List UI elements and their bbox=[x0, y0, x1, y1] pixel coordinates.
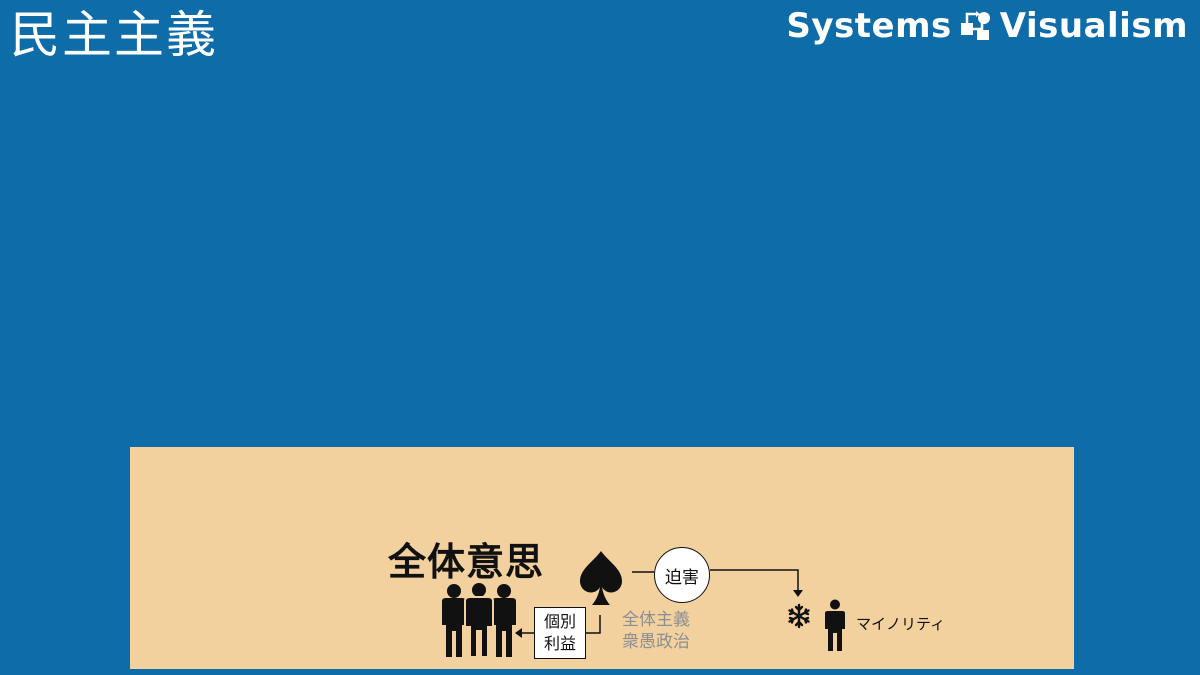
arrowhead-down bbox=[793, 590, 803, 597]
minority-label: マイノリティ bbox=[856, 615, 946, 633]
mob-rule-label: 衆愚政治 bbox=[622, 632, 690, 653]
brand-logo: Systems Visualism bbox=[786, 6, 1188, 46]
brand-left-word: Systems bbox=[786, 6, 952, 46]
totalitarianism-label: 全体主義 bbox=[622, 610, 690, 630]
arrowhead-left bbox=[515, 628, 522, 638]
snowflake-icon bbox=[788, 603, 810, 629]
general-will-label: 全体意思 bbox=[388, 540, 545, 584]
systems-visualism-logo-icon bbox=[960, 11, 990, 40]
persecution-circle: 迫害 bbox=[654, 547, 710, 603]
persecution-label: 迫害 bbox=[665, 567, 699, 588]
single-person-icon bbox=[825, 599, 845, 651]
diagram-panel: 全体意思 全体主義 衆愚政治 個別 利益 迫害 bbox=[130, 447, 1074, 669]
individual-interest-box: 個別 利益 bbox=[534, 607, 586, 659]
individual-interest-line-1: 個別 bbox=[543, 612, 576, 631]
persecution-to-minority-line bbox=[710, 569, 799, 591]
individual-interest-line-2: 利益 bbox=[543, 634, 576, 653]
slide-title: 民主主義 bbox=[10, 6, 218, 64]
spade-icon bbox=[580, 551, 622, 605]
brand-right-word: Visualism bbox=[999, 6, 1188, 46]
group-of-people-icon bbox=[442, 581, 516, 657]
totalitarian-labels: 全体主義 衆愚政治 bbox=[622, 609, 690, 653]
